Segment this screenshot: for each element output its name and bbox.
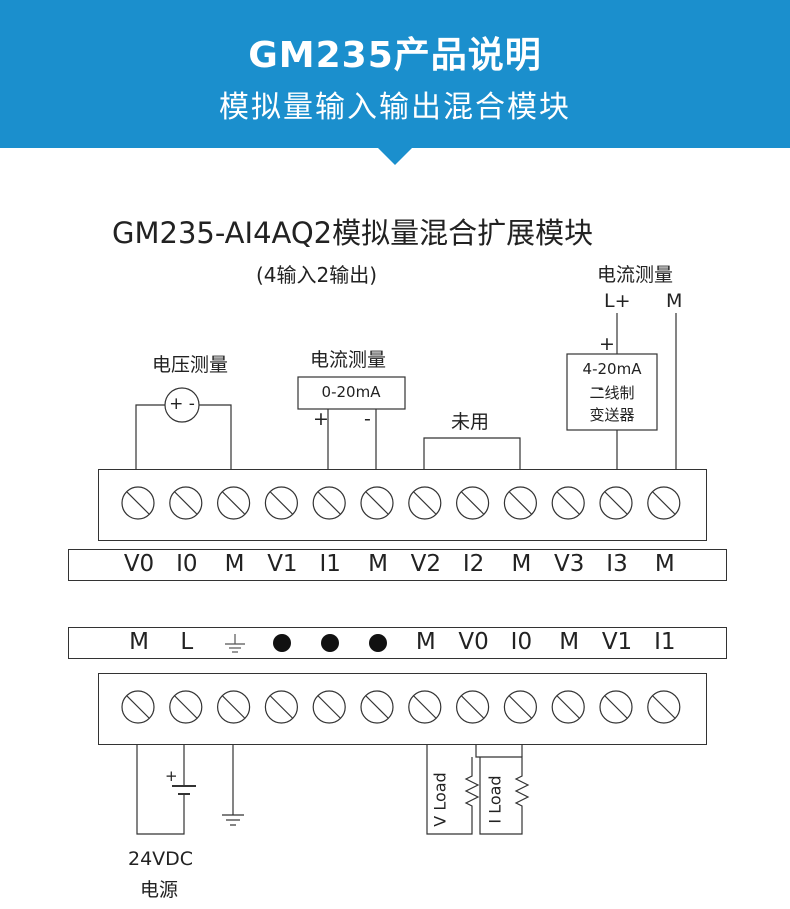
terminal-screw-icon xyxy=(264,486,298,520)
voltmeter-symbol: + - xyxy=(169,394,195,414)
terminal-screw-icon xyxy=(264,690,298,724)
banner-pointer xyxy=(377,147,413,165)
terminal-label: V0 xyxy=(123,551,155,577)
terminal-label: V1 xyxy=(267,551,298,577)
terminal-screw-icon xyxy=(169,690,203,724)
iload-resistor xyxy=(514,771,530,808)
terminal-label: V3 xyxy=(554,551,585,577)
terminal-label: M xyxy=(415,629,436,655)
m-terminal-label: M xyxy=(666,290,683,312)
transmitter-box xyxy=(566,353,658,431)
voltage-measure-label: 电压测量 xyxy=(152,354,229,376)
diagram-title: GM235-AI4AQ2模拟量混合扩展模块 xyxy=(112,216,594,250)
terminal-label: L xyxy=(180,629,194,655)
lplus-label: L+ xyxy=(604,290,631,312)
iload-wire-bottom xyxy=(479,757,523,835)
terminal-screw-icon xyxy=(312,486,346,520)
unused-label: 未用 xyxy=(451,411,490,433)
page-subtitle: 模拟量输入输出混合模块 xyxy=(219,90,571,125)
power-wire-left xyxy=(136,743,185,835)
current-measure-label-2: 电流测量 xyxy=(597,264,674,286)
current-plus-label: + xyxy=(313,408,329,430)
terminal-label: I1 xyxy=(654,629,676,655)
terminal-screw-icon xyxy=(312,690,346,724)
terminal-screw-icon xyxy=(408,486,442,520)
terminal-screw-icon xyxy=(360,486,394,520)
voltmeter-wire-right xyxy=(199,404,232,469)
unused-bracket xyxy=(423,437,521,469)
unused-terminal-dot-icon xyxy=(273,634,292,652)
iload-label: I Load xyxy=(485,775,505,824)
terminal-label: M xyxy=(224,551,245,577)
battery-plus-label: + xyxy=(165,767,178,785)
terminal-label: V0 xyxy=(458,629,489,655)
unused-terminal-dot-icon xyxy=(321,634,340,652)
terminal-screw-icon xyxy=(456,486,490,520)
unused-terminal-dot-icon xyxy=(369,634,387,652)
terminal-label: I3 xyxy=(606,551,628,577)
terminal-screw-icon xyxy=(217,486,251,520)
terminal-screw-icon xyxy=(503,486,538,520)
transmitter-plus-label: + xyxy=(599,333,615,355)
terminal-label: I0 xyxy=(510,629,533,655)
iload-wire xyxy=(475,743,523,771)
terminal-screw-icon xyxy=(647,690,681,724)
terminal-screw-icon xyxy=(551,690,585,724)
terminal-screw-icon xyxy=(456,690,490,724)
top-terminal-strip: V0 I0 M V1 I1 M V2 I2 M V3 I3 M xyxy=(68,549,727,581)
terminal-screw-icon xyxy=(121,486,155,520)
voltmeter-wire xyxy=(135,404,165,469)
terminal-label: V1 xyxy=(601,629,633,655)
terminal-screw-icon xyxy=(408,690,442,724)
power-voltage-label: 24VDC xyxy=(128,848,194,870)
transmitter-name: 变送器 xyxy=(589,406,635,424)
terminal-label: V2 xyxy=(410,551,441,577)
terminal-label: M xyxy=(511,551,532,577)
terminal-screw-icon xyxy=(599,690,633,724)
diagram-subtitle: (4输入2输出) xyxy=(256,263,378,287)
current-meter-box xyxy=(297,376,406,410)
terminal-label: M xyxy=(559,629,580,655)
terminal-label: I0 xyxy=(176,551,198,577)
terminal-screw-icon xyxy=(360,690,394,724)
terminal-screw-icon xyxy=(169,486,203,520)
transmitter-type: 二线制 xyxy=(589,384,635,402)
transmitter-minus-label: - xyxy=(598,379,605,399)
vload-wire xyxy=(426,743,473,835)
terminal-label: M xyxy=(654,551,675,577)
page-title: GM235产品说明 xyxy=(248,35,542,76)
terminal-screw-icon xyxy=(217,690,251,724)
power-source-label: 电源 xyxy=(140,879,179,901)
transmitter-range: 4-20mA xyxy=(582,360,642,378)
terminal-screw-icon xyxy=(503,690,538,724)
terminal-screw-icon xyxy=(551,486,585,520)
voltmeter-icon xyxy=(164,387,200,423)
terminal-screw-icon xyxy=(599,486,633,520)
header-banner xyxy=(0,0,790,148)
ground-icon xyxy=(223,632,247,654)
terminal-label: I1 xyxy=(319,551,341,577)
vload-label: V Load xyxy=(430,772,450,827)
terminal-label: M xyxy=(129,629,149,655)
current-minus-label: - xyxy=(364,408,371,430)
terminal-screw-icon xyxy=(647,486,681,520)
terminal-screw-icon xyxy=(121,690,155,724)
current-measure-label-1: 电流测量 xyxy=(310,349,387,371)
current-range-label: 0-20mA xyxy=(321,383,381,401)
terminal-label: I2 xyxy=(462,551,485,577)
vload-resistor xyxy=(464,771,480,808)
bottom-terminal-strip: M L M V0 I0 M V1 I1 xyxy=(68,627,727,659)
terminal-label: M xyxy=(368,551,388,577)
